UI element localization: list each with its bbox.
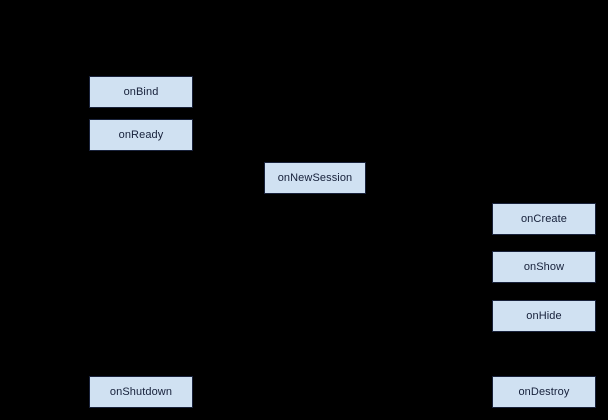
node-label: onShow: [523, 260, 565, 273]
node-label: onBind: [123, 85, 159, 98]
node-label: onReady: [118, 128, 164, 141]
node-onBind[interactable]: onBind: [89, 76, 193, 108]
node-onNewSession[interactable]: onNewSession: [264, 162, 366, 194]
node-onCreate[interactable]: onCreate: [492, 203, 596, 235]
node-label: onShutdown: [109, 385, 173, 398]
node-onShutdown[interactable]: onShutdown: [89, 376, 193, 408]
node-label: onDestroy: [518, 385, 570, 398]
node-label: onNewSession: [277, 171, 353, 184]
node-label: onHide: [526, 309, 562, 322]
node-onHide[interactable]: onHide: [492, 300, 596, 332]
node-onReady[interactable]: onReady: [89, 119, 193, 151]
node-onDestroy[interactable]: onDestroy: [492, 376, 596, 408]
node-label: onCreate: [520, 212, 568, 225]
node-onShow[interactable]: onShow: [492, 251, 596, 283]
